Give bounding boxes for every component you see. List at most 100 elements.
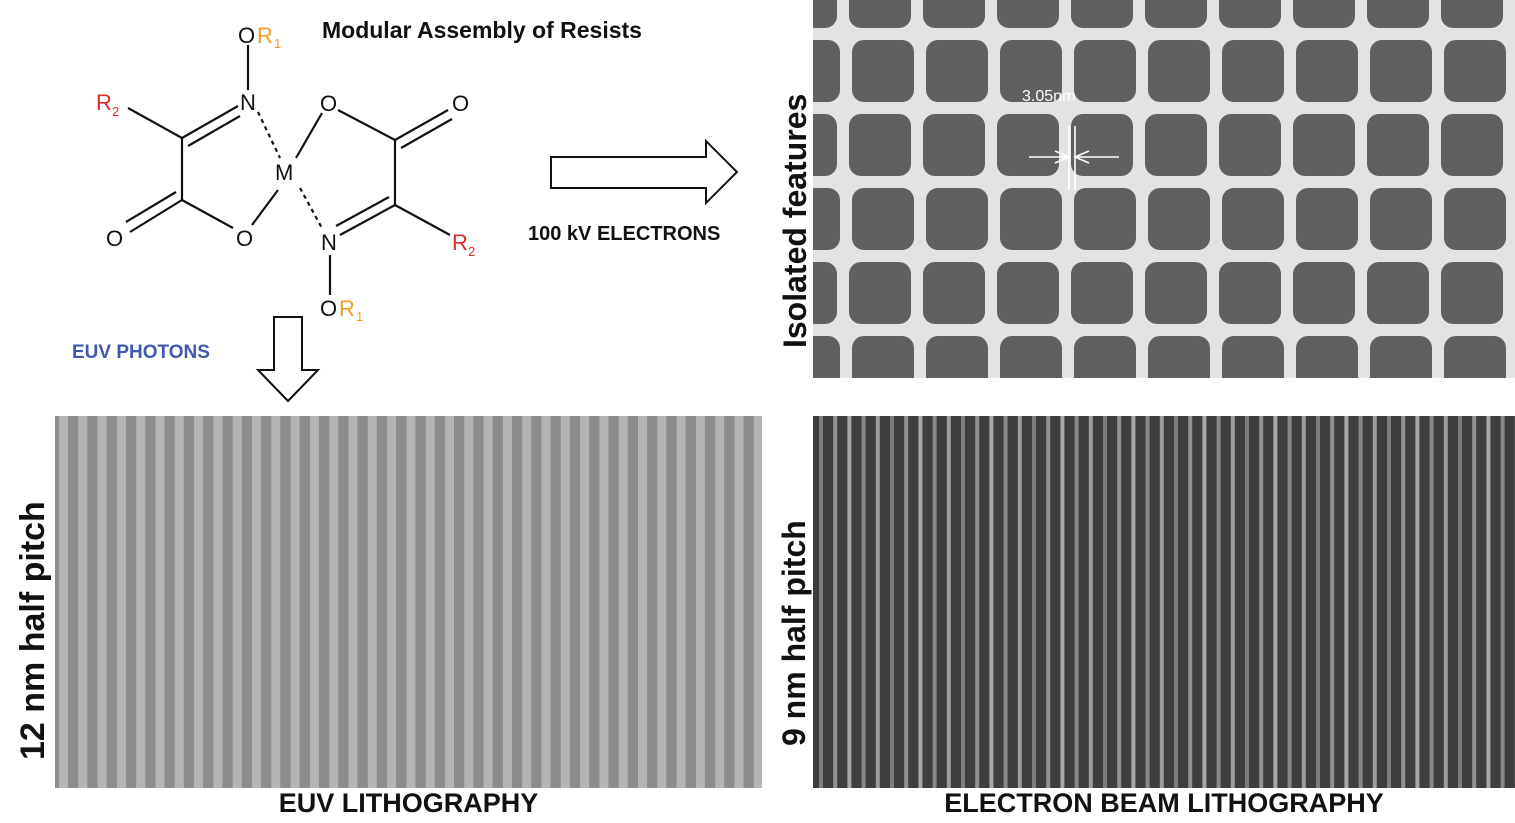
square-feature — [813, 0, 837, 28]
ebl-lithography-image — [813, 416, 1515, 788]
ebl-line — [861, 416, 866, 788]
resist-molecule-structure: O R 1 R 2 N O O M O O N R 2 O R 1 — [96, 23, 475, 324]
ebl-line — [1131, 416, 1136, 788]
euv-line — [753, 416, 762, 788]
square-feature — [1293, 262, 1355, 324]
atom-o: O — [236, 226, 253, 251]
euv-line — [271, 416, 281, 788]
euv-line — [59, 416, 68, 788]
ebl-half-pitch-label: 9 nm half pitch — [776, 520, 812, 746]
square-feature — [1071, 0, 1133, 28]
ebl-line — [1344, 416, 1349, 788]
r1-group: R — [339, 296, 355, 321]
square-feature — [1145, 114, 1207, 176]
ebl-line — [1301, 416, 1306, 788]
euv-line-pattern — [59, 416, 762, 788]
euv-line — [522, 416, 532, 788]
atom-o: O — [320, 296, 337, 321]
ebl-line — [1188, 416, 1193, 788]
euv-line — [252, 416, 261, 788]
square-feature — [1219, 114, 1281, 176]
euv-line — [483, 416, 493, 788]
ebl-line — [1273, 416, 1278, 788]
euv-line — [676, 416, 686, 788]
electrons-label: 100 kV ELECTRONS — [528, 223, 721, 245]
square-feature — [1074, 40, 1136, 102]
ebl-line — [1287, 416, 1292, 788]
euv-line — [445, 416, 454, 788]
square-feature — [852, 188, 914, 250]
arrow-right-icon — [550, 138, 739, 206]
square-feature — [926, 336, 988, 378]
ebl-line — [1429, 416, 1434, 788]
euv-line — [213, 416, 223, 788]
euv-line — [580, 416, 590, 788]
atom-o: O — [320, 91, 337, 116]
euv-line — [695, 416, 705, 788]
ebl-line — [1103, 416, 1107, 788]
euv-line — [387, 416, 397, 788]
square-feature — [926, 40, 988, 102]
square-feature — [1296, 188, 1358, 250]
square-array: 3.05nm — [813, 0, 1506, 378]
euv-photons-label: EUV PHOTONS — [72, 342, 210, 363]
square-feature — [1441, 0, 1503, 28]
euv-line — [425, 416, 435, 788]
euv-line — [174, 416, 184, 788]
square-feature — [1296, 336, 1358, 378]
square-feature — [1444, 40, 1506, 102]
isolated-features-label: Isolated features — [777, 93, 813, 348]
ebl-line — [1358, 416, 1363, 788]
euv-lithography-image — [55, 416, 762, 788]
ebl-line-pattern — [819, 416, 1515, 788]
square-feature — [1219, 0, 1281, 28]
ebl-line — [875, 416, 880, 788]
square-feature — [926, 188, 988, 250]
arrow-down-icon — [255, 316, 321, 403]
r1-subscript: 1 — [274, 36, 281, 51]
square-feature — [1000, 188, 1062, 250]
ebl-line — [932, 416, 937, 788]
euv-line — [734, 416, 744, 788]
square-feature — [1219, 262, 1281, 324]
euv-line — [657, 416, 667, 788]
ebl-line — [1216, 416, 1221, 788]
euv-line — [367, 416, 377, 788]
atom-n: N — [321, 230, 337, 255]
euv-line — [116, 416, 126, 788]
ebl-line — [819, 416, 823, 788]
r1-subscript: 1 — [356, 309, 363, 324]
square-feature — [813, 262, 837, 324]
euv-line — [78, 416, 88, 788]
square-feature — [1071, 262, 1133, 324]
square-feature — [1071, 114, 1133, 176]
euv-line — [155, 416, 165, 788]
ebl-line — [961, 416, 965, 788]
ebl-line — [1472, 416, 1477, 788]
ebl-line — [1500, 416, 1505, 788]
ebl-line — [1486, 416, 1491, 788]
ebl-line — [1401, 416, 1406, 788]
euv-line — [560, 416, 570, 788]
euv-line — [136, 416, 146, 788]
euv-line — [97, 416, 107, 788]
square-feature — [1444, 188, 1506, 250]
r1-group: R — [257, 23, 273, 48]
square-feature — [1441, 262, 1503, 324]
square-feature — [923, 114, 985, 176]
square-feature — [849, 262, 911, 324]
ebl-line — [1387, 416, 1391, 788]
square-feature — [852, 40, 914, 102]
r2-group: R — [96, 90, 112, 115]
measurement-label: 3.05nm — [1022, 88, 1075, 105]
ebl-line — [975, 416, 980, 788]
square-feature — [1074, 336, 1136, 378]
square-feature — [1148, 40, 1210, 102]
atom-n: N — [240, 90, 256, 115]
square-feature — [1222, 40, 1284, 102]
square-feature — [1222, 336, 1284, 378]
ebl-line — [946, 416, 951, 788]
euv-line — [194, 416, 204, 788]
r2-group: R — [452, 230, 468, 255]
square-feature — [849, 114, 911, 176]
